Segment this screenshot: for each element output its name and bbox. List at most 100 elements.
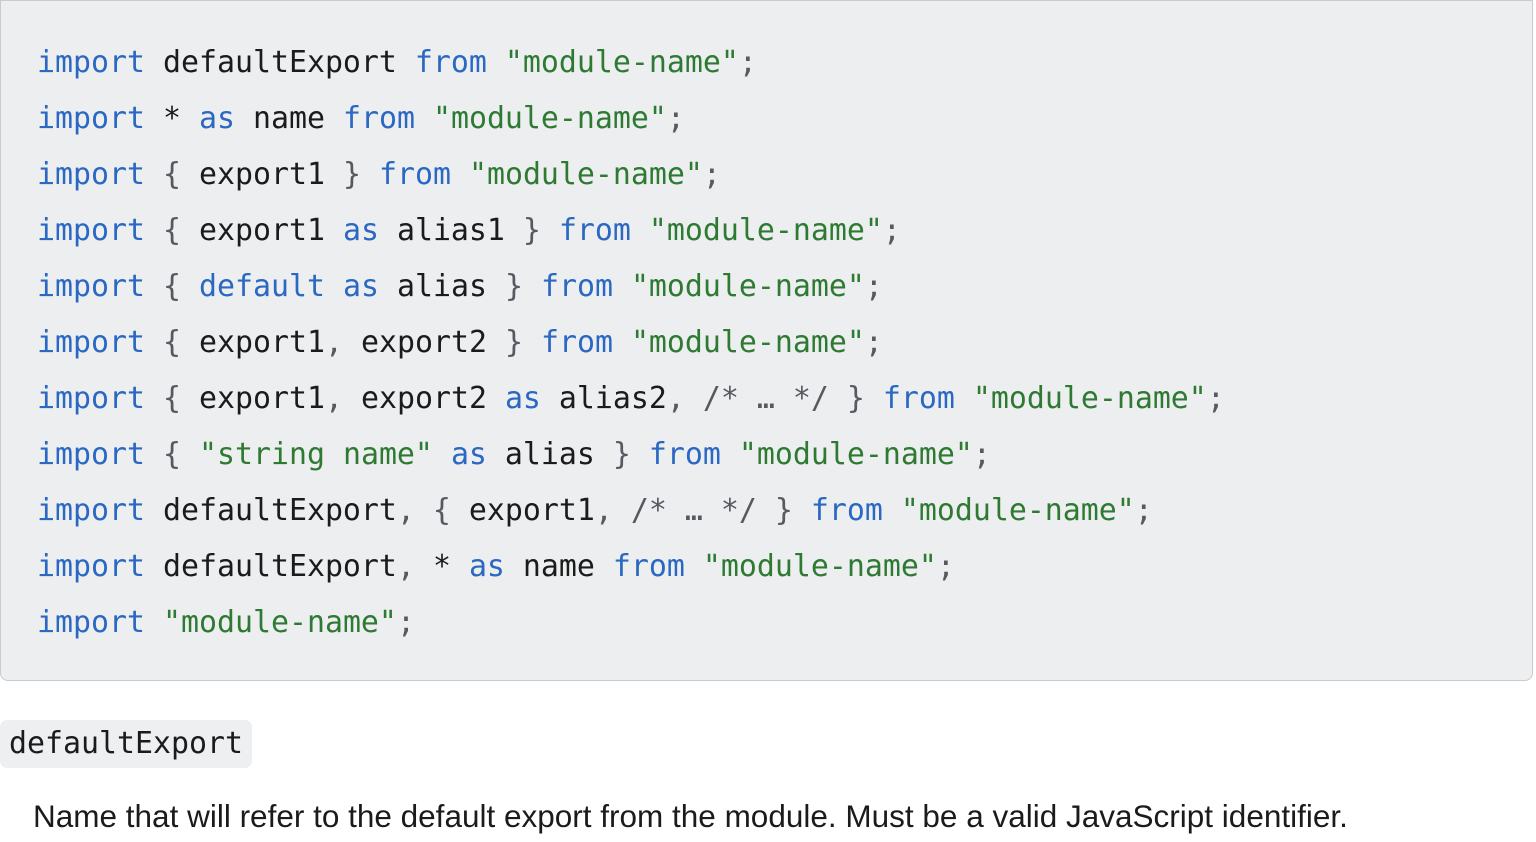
punctuation-token: ; bbox=[396, 605, 415, 640]
code-line: import defaultExport, * as name from "mo… bbox=[37, 539, 1225, 595]
code-example-block: import defaultExport from "module-name";… bbox=[0, 0, 1533, 681]
identifier-token: * bbox=[144, 101, 199, 136]
punctuation-token: ; bbox=[1134, 493, 1153, 528]
parameter-description: Name that will refer to the default expo… bbox=[33, 798, 1348, 834]
keyword-token: from bbox=[414, 45, 487, 80]
keyword-token: from bbox=[540, 325, 613, 360]
punctuation-token: { bbox=[144, 269, 199, 304]
punctuation-token: ; bbox=[882, 213, 901, 248]
code-line: import defaultExport, { export1, /* … */… bbox=[37, 483, 1225, 539]
punctuation-token: ; bbox=[864, 325, 883, 360]
punctuation-token: } bbox=[594, 437, 649, 472]
code-line: import { "string name" as alias } from "… bbox=[37, 427, 1225, 483]
keyword-token: as bbox=[468, 549, 505, 584]
punctuation-token: , bbox=[324, 325, 361, 360]
identifier-token: alias1 bbox=[378, 213, 505, 248]
code-listing: import defaultExport from "module-name";… bbox=[37, 35, 1225, 651]
identifier-token: defaultExport bbox=[144, 45, 415, 80]
keyword-token: import bbox=[37, 45, 145, 80]
string-token: "module-name" bbox=[738, 437, 973, 472]
identifier-token bbox=[451, 157, 469, 192]
keyword-token: import bbox=[37, 325, 145, 360]
identifier-token: export2 bbox=[360, 381, 505, 416]
identifier-token: export1 bbox=[198, 325, 325, 360]
keyword-token: import bbox=[37, 549, 145, 584]
keyword-token: default bbox=[198, 269, 325, 304]
keyword-token: from bbox=[648, 437, 721, 472]
identifier-token: * bbox=[432, 549, 469, 584]
keyword-token: as bbox=[450, 437, 487, 472]
parameter-term: defaultExport bbox=[0, 720, 252, 768]
keyword-token: import bbox=[37, 101, 145, 136]
punctuation-token: } bbox=[486, 269, 541, 304]
identifier-token bbox=[883, 493, 901, 528]
keyword-token: from bbox=[558, 213, 631, 248]
code-line: import defaultExport from "module-name"; bbox=[37, 35, 1225, 91]
keyword-token: from bbox=[342, 101, 415, 136]
identifier-token: export2 bbox=[360, 325, 487, 360]
identifier-token: alias bbox=[378, 269, 487, 304]
punctuation-token: ; bbox=[936, 549, 955, 584]
punctuation-token: ; bbox=[702, 157, 721, 192]
string-token: "module-name" bbox=[162, 605, 397, 640]
identifier-token: defaultExport bbox=[144, 493, 397, 528]
keyword-token: import bbox=[37, 381, 145, 416]
keyword-token: import bbox=[37, 213, 145, 248]
keyword-token: as bbox=[342, 213, 379, 248]
code-line: import { export1 as alias1 } from "modul… bbox=[37, 203, 1225, 259]
identifier-token: defaultExport bbox=[144, 549, 397, 584]
punctuation-token: { bbox=[144, 381, 199, 416]
keyword-token: as bbox=[198, 101, 235, 136]
punctuation-token: , /* … */ } bbox=[666, 381, 883, 416]
keyword-token: from bbox=[810, 493, 883, 528]
identifier-token bbox=[721, 437, 739, 472]
identifier-token: export1 bbox=[198, 157, 325, 192]
string-token: "module-name" bbox=[900, 493, 1135, 528]
identifier-token bbox=[433, 437, 451, 472]
identifier-token: name bbox=[504, 549, 613, 584]
identifier-token bbox=[415, 101, 433, 136]
keyword-token: import bbox=[37, 157, 145, 192]
code-line: import { export1 } from "module-name"; bbox=[37, 147, 1225, 203]
string-token: "module-name" bbox=[972, 381, 1207, 416]
keyword-token: as bbox=[342, 269, 379, 304]
punctuation-token: ; bbox=[864, 269, 883, 304]
identifier-token bbox=[955, 381, 973, 416]
identifier-token bbox=[325, 269, 343, 304]
string-token: "module-name" bbox=[432, 101, 667, 136]
punctuation-token: , { bbox=[396, 493, 469, 528]
string-token: "string name" bbox=[198, 437, 433, 472]
keyword-token: from bbox=[612, 549, 685, 584]
identifier-token bbox=[145, 605, 163, 640]
punctuation-token: ; bbox=[738, 45, 757, 80]
keyword-token: import bbox=[37, 269, 145, 304]
punctuation-token: { bbox=[144, 213, 199, 248]
punctuation-token: ; bbox=[1206, 381, 1225, 416]
identifier-token: alias2 bbox=[540, 381, 667, 416]
punctuation-token: } bbox=[504, 213, 559, 248]
string-token: "module-name" bbox=[630, 325, 865, 360]
code-line: import { export1, export2 as alias2, /* … bbox=[37, 371, 1225, 427]
string-token: "module-name" bbox=[648, 213, 883, 248]
punctuation-token: } bbox=[324, 157, 379, 192]
keyword-token: import bbox=[37, 437, 145, 472]
string-token: "module-name" bbox=[630, 269, 865, 304]
string-token: "module-name" bbox=[468, 157, 703, 192]
punctuation-token: ; bbox=[666, 101, 685, 136]
code-line: import { default as alias } from "module… bbox=[37, 259, 1225, 315]
string-token: "module-name" bbox=[504, 45, 739, 80]
identifier-token: alias bbox=[486, 437, 595, 472]
code-line: import * as name from "module-name"; bbox=[37, 91, 1225, 147]
keyword-token: import bbox=[37, 493, 145, 528]
punctuation-token: { bbox=[144, 157, 199, 192]
string-token: "module-name" bbox=[702, 549, 937, 584]
keyword-token: from bbox=[540, 269, 613, 304]
keyword-token: import bbox=[37, 605, 145, 640]
keyword-token: as bbox=[504, 381, 541, 416]
punctuation-token: , /* … */ } bbox=[594, 493, 811, 528]
punctuation-token: { bbox=[144, 437, 199, 472]
identifier-token bbox=[613, 325, 631, 360]
punctuation-token: , bbox=[396, 549, 433, 584]
punctuation-token: } bbox=[486, 325, 541, 360]
code-line: import { export1, export2 } from "module… bbox=[37, 315, 1225, 371]
